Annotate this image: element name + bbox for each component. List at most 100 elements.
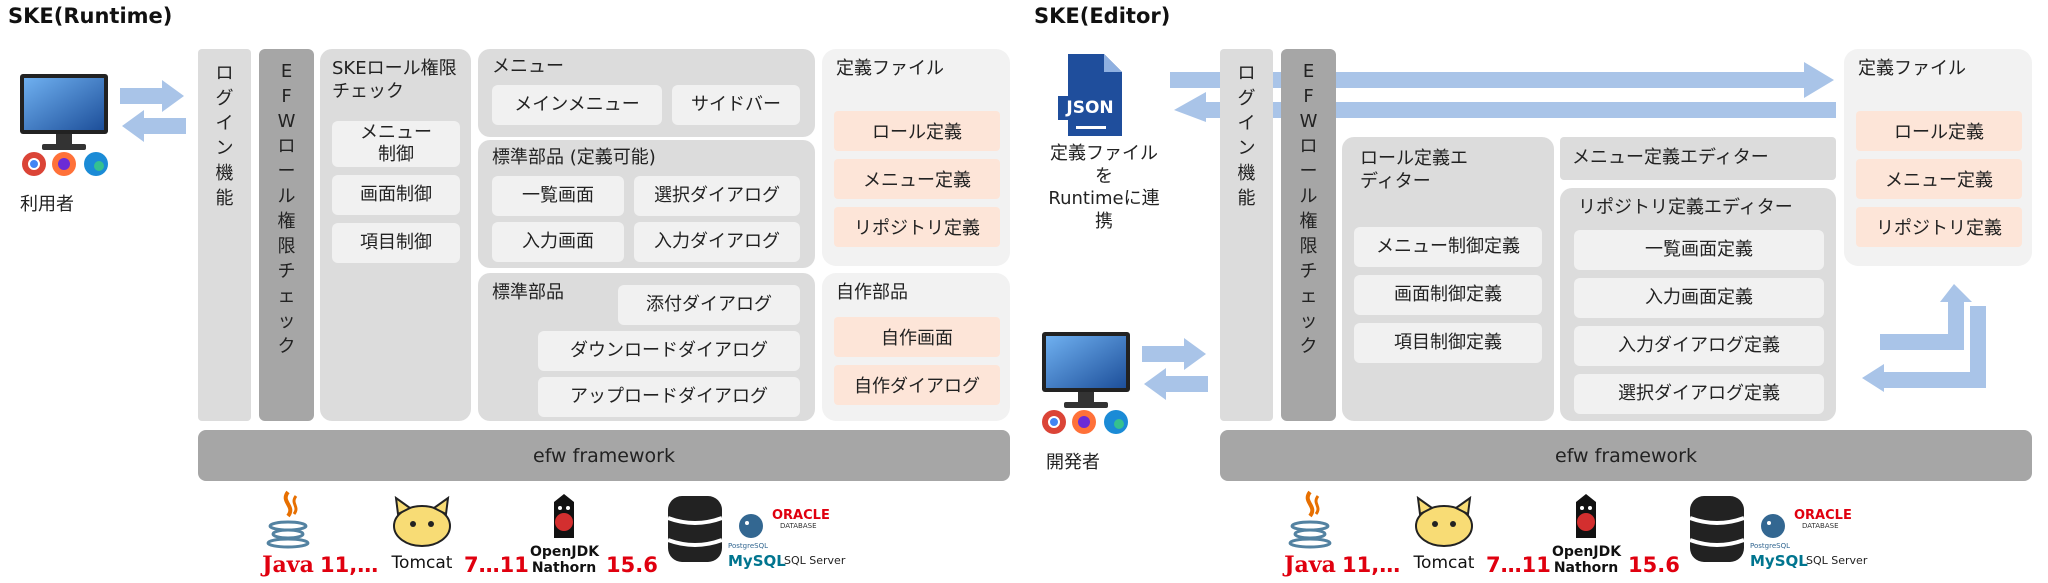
runtime-repo-def: リポジトリ定義: [834, 207, 1000, 247]
input-dialog-box: 入力ダイアログ: [634, 222, 800, 262]
runtime-title: SKE(Runtime): [8, 4, 173, 28]
runtime-oracle-sub: DATABASE: [780, 522, 817, 530]
editor-tomcat-icon: Tomcat: [1404, 495, 1484, 574]
user-monitor-icon: [18, 72, 110, 158]
user-label: 利用者: [20, 194, 74, 215]
vertical-char: ク: [277, 336, 296, 357]
editor-def-files-panel: 定義ファイル ロール定義 メニュー定義 リポジトリ定義: [1844, 49, 2032, 266]
vertical-char: ル: [277, 186, 296, 207]
runtime-nashorn-label: Nathorn: [531, 560, 597, 577]
developer-browser-icons: [1040, 408, 1132, 440]
feedback-arrows: [1860, 280, 1988, 396]
vertical-char: ン: [1237, 138, 1256, 159]
developer-arrows: [1142, 336, 1208, 404]
vertical-char: ロ: [215, 63, 234, 84]
vertical-char: チ: [277, 261, 296, 282]
attach-dialog-box: 添付ダイアログ: [618, 285, 800, 325]
std-definable-title: 標準部品 (定義可能): [492, 147, 656, 168]
runtime-tomcat-icon: Tomcat: [382, 495, 462, 574]
editor-title: SKE(Editor): [1034, 4, 1171, 28]
vertical-char: 権: [1299, 211, 1318, 232]
role-check-panel: SKEロール権限チェック メニュー制御 画面制御 項目制御: [320, 49, 471, 421]
custom-parts-title: 自作部品: [836, 282, 908, 303]
vertical-char: 限: [277, 236, 296, 257]
vertical-char: ン: [215, 138, 234, 159]
runtime-openjdk-label: OpenJDK: [530, 544, 600, 560]
editor-java-version: 11,…: [1342, 553, 1401, 577]
editor-nashorn-label: Nathorn: [1553, 560, 1619, 577]
vertical-char: ロ: [277, 136, 296, 157]
list-screen-def-box: 一覧画面定義: [1574, 230, 1824, 270]
vertical-char: ル: [1299, 186, 1318, 207]
editor-java-label: Java: [1284, 552, 1336, 578]
editor-login-panel: ログイン機能: [1220, 49, 1273, 421]
custom-parts-panel: 自作部品 自作画面 自作ダイアログ: [822, 273, 1010, 421]
vertical-char: ロ: [1299, 136, 1318, 157]
browser-icons: [20, 150, 112, 182]
user-arrows: [120, 78, 186, 146]
editor-login-label: ログイン機能: [1220, 61, 1273, 211]
vertical-char: 機: [1237, 163, 1256, 184]
repo-editor-panel: リポジトリ定義エディター 一覧画面定義 入力画面定義 入力ダイアログ定義 選択ダ…: [1560, 188, 1836, 421]
editor-openjdk-icon: OpenJDK Nathorn: [1552, 492, 1622, 577]
vertical-char: ッ: [1299, 311, 1318, 332]
custom-screen-box: 自作画面: [834, 317, 1000, 357]
runtime-java-label: Java: [262, 552, 314, 578]
runtime-sqlserver-label: SQL Server: [784, 554, 846, 567]
runtime-framework-bar: efw framework: [198, 430, 1010, 481]
runtime-database-icon: [666, 492, 724, 570]
editor-openjdk-label: OpenJDK: [1552, 544, 1622, 560]
vertical-char: 能: [1237, 188, 1256, 209]
json-label: JSON: [1066, 98, 1114, 118]
vertical-char: ー: [1299, 161, 1318, 182]
runtime-nashorn-version: 15.6: [606, 553, 658, 577]
editor-def-files-title: 定義ファイル: [1858, 58, 1966, 79]
runtime-tomcat-label: Tomcat: [391, 553, 453, 573]
editor-database-icon: [1688, 492, 1746, 570]
runtime-java-version: 11,…: [320, 553, 379, 577]
input-screen-def-box: 入力画面定義: [1574, 278, 1824, 318]
vertical-char: イ: [215, 113, 234, 134]
sidebar-box: サイドバー: [672, 85, 800, 125]
role-editor-panel: ロール定義エディター メニュー制御定義 画面制御定義 項目制御定義: [1342, 137, 1554, 421]
item-control-def-box: 項目制御定義: [1354, 323, 1542, 363]
vertical-char: F: [1303, 86, 1314, 107]
menu-control-def-box: メニュー制御定義: [1354, 227, 1542, 267]
runtime-def-files-title: 定義ファイル: [836, 58, 944, 79]
vertical-char: ッ: [277, 311, 296, 332]
vertical-char: チ: [1299, 261, 1318, 282]
vertical-char: イ: [1237, 113, 1256, 134]
item-control-box: 項目制御: [332, 223, 460, 263]
runtime-openjdk-icon: OpenJDK Nathorn: [530, 492, 600, 577]
runtime-db-logos: ORACLE DATABASE PostgreSQL MySQL SQL Ser…: [728, 508, 846, 574]
editor-java-icon: Java: [1280, 488, 1340, 578]
runtime-menu-def: メニュー定義: [834, 159, 1000, 199]
vertical-char: グ: [215, 88, 234, 109]
vertical-char: W: [277, 111, 296, 132]
editor-nashorn-version: 15.6: [1628, 553, 1680, 577]
vertical-char: 権: [277, 211, 296, 232]
vertical-char: ー: [277, 161, 296, 182]
input-dialog-def-box: 入力ダイアログ定義: [1574, 326, 1824, 366]
runtime-mysql-label: MySQL: [728, 552, 786, 570]
editor-mysql-label: MySQL: [1750, 552, 1808, 570]
runtime-role-def: ロール定義: [834, 111, 1000, 151]
editor-oracle-sub: DATABASE: [1802, 522, 1839, 530]
vertical-char: ク: [1299, 336, 1318, 357]
custom-dialog-box: 自作ダイアログ: [834, 365, 1000, 405]
vertical-char: 限: [1299, 236, 1318, 257]
editor-db-logos: ORACLE DATABASE PostgreSQL MySQL SQL Ser…: [1750, 508, 1868, 574]
sync-arrows: [1170, 60, 1836, 126]
vertical-char: ロ: [1237, 63, 1256, 84]
vertical-char: グ: [1237, 88, 1256, 109]
editor-oracle-label: ORACLE: [1794, 508, 1852, 523]
editor-repo-def: リポジトリ定義: [1856, 207, 2022, 247]
editor-tomcat-label: Tomcat: [1413, 553, 1475, 573]
vertical-char: 機: [215, 163, 234, 184]
editor-tomcat-version: 7…11: [1486, 553, 1551, 577]
std-title: 標準部品: [492, 282, 564, 303]
vertical-char: ェ: [1299, 286, 1318, 307]
download-dialog-box: ダウンロードダイアログ: [538, 331, 800, 371]
role-editor-title: ロール定義エディター: [1360, 148, 1468, 193]
